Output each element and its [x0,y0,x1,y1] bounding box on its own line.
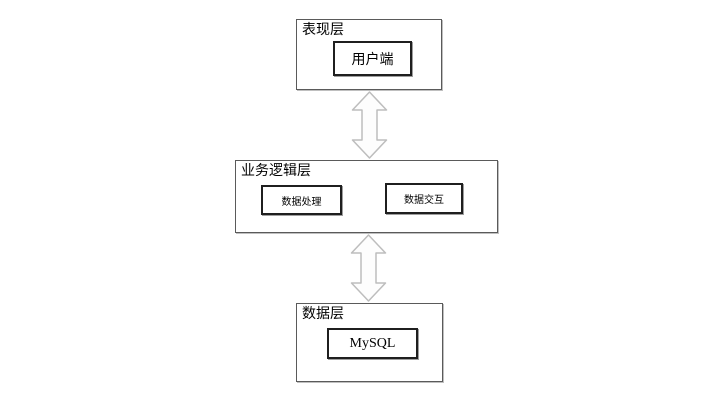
node-data-processing: 数据处理 [261,185,342,215]
double-arrow-icon [350,234,387,302]
node-client: 用户端 [333,41,412,76]
layer-business-label: 业务逻辑层 [241,164,311,179]
node-data-interaction: 数据交互 [385,183,463,214]
node-client-label: 用户端 [351,52,394,68]
layer-presentation: 表现层 [296,19,442,90]
node-data-processing-label: 数据处理 [281,196,322,208]
node-mysql-label: MySQL [349,335,396,351]
layer-presentation-label: 表现层 [302,23,344,38]
layer-data-label: 数据层 [302,307,344,322]
node-data-interaction-label: 数据交互 [404,195,444,206]
node-mysql: MySQL [327,328,418,359]
double-arrow-icon [351,91,388,159]
